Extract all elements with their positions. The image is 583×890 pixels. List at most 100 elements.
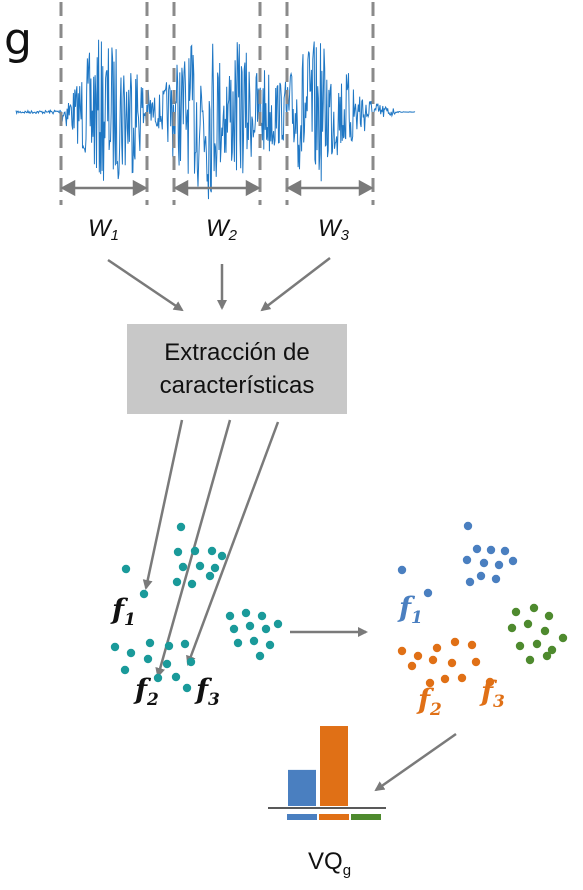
teal-point (255, 651, 265, 661)
teal-point (121, 564, 131, 574)
audio-waveform (15, 39, 416, 200)
teal-point (110, 642, 120, 652)
blue-point (476, 571, 486, 581)
teal-point (241, 608, 251, 618)
orange-point (450, 637, 460, 647)
orange-point (485, 677, 495, 687)
box-text-line-1: Extracción de (164, 339, 310, 366)
blue-point (486, 545, 496, 555)
teal-point (171, 672, 181, 682)
teal-point (176, 522, 186, 532)
orange-point (425, 678, 435, 688)
teal-point (249, 636, 259, 646)
teal-point (261, 624, 271, 634)
cluster-label-f3: f3 (481, 675, 505, 713)
teal-point (273, 619, 283, 629)
feature-label-f3: f3 (196, 673, 220, 711)
feature-extraction-box: Extracción de características (127, 324, 347, 414)
teal-point (245, 621, 255, 631)
histogram-bar-orange (320, 726, 348, 806)
blue-point (423, 588, 433, 598)
teal-point (233, 638, 243, 648)
teal-point (195, 561, 205, 571)
histogram-bar-green-key (351, 814, 381, 820)
teal-point (225, 611, 235, 621)
arrow-box-to-f3 (186, 421, 280, 666)
blue-point (508, 556, 518, 566)
teal-point (210, 563, 220, 573)
window-label-3: W3 (318, 215, 349, 244)
green-point (529, 603, 539, 613)
window-spans (60, 179, 374, 197)
teal-point (139, 589, 149, 599)
teal-point (187, 579, 197, 589)
green-point (544, 611, 554, 621)
histogram-bar-blue (288, 769, 316, 806)
window-label-1: W1 (88, 215, 119, 244)
window-3-span (286, 179, 374, 197)
green-point (523, 619, 533, 629)
blue-point (479, 558, 489, 568)
signal-label: g (4, 14, 32, 65)
feature-point-cloud (110, 522, 283, 693)
arrow-box-to-f1 (142, 419, 184, 590)
orange-point (440, 674, 450, 684)
cluster-blue (397, 521, 518, 598)
blue-point (500, 546, 510, 556)
orange-point (407, 661, 417, 671)
teal-point (205, 571, 215, 581)
orange-point (432, 643, 442, 653)
teal-point (178, 562, 188, 572)
window-label-2: W2 (206, 215, 237, 244)
teal-point (229, 624, 239, 634)
feature-label-f2: f2 (135, 673, 159, 711)
orange-point (457, 673, 467, 683)
teal-point (190, 546, 200, 556)
teal-point (153, 673, 163, 683)
histogram-bar-orange-key (319, 814, 349, 820)
arrow-w1-to-box (107, 258, 184, 312)
arrow-to-histogram (374, 732, 457, 792)
orange-point (413, 651, 423, 661)
green-point (558, 633, 568, 643)
vq-histogram (268, 726, 386, 820)
window-2-span (173, 179, 261, 197)
blue-point (494, 560, 504, 570)
blue-point (491, 574, 501, 584)
teal-point (126, 648, 136, 658)
teal-point (180, 639, 190, 649)
teal-point (207, 546, 217, 556)
orange-point (397, 646, 407, 656)
teal-point (162, 659, 172, 669)
green-point (532, 639, 542, 649)
window-boundaries (59, 2, 375, 205)
green-point (547, 645, 557, 655)
window-to-box-arrows (107, 257, 331, 312)
teal-point (120, 665, 130, 675)
arrow-w3-to-box (260, 257, 331, 312)
orange-point (447, 658, 457, 668)
histogram-label: VQg (308, 848, 352, 879)
orange-point (467, 640, 477, 650)
teal-point (265, 640, 275, 650)
teal-point (173, 547, 183, 557)
teal-point (172, 577, 182, 587)
cluster-green (507, 603, 568, 665)
blue-point (462, 555, 472, 565)
green-point (515, 641, 525, 651)
window-1-span (60, 179, 148, 197)
teal-point (186, 657, 196, 667)
orange-point (428, 655, 438, 665)
green-point (507, 623, 517, 633)
feature-label-f1: f1 (112, 593, 136, 631)
green-point (511, 607, 521, 617)
orange-point (471, 657, 481, 667)
teal-point (182, 683, 192, 693)
teal-point (143, 654, 153, 664)
box-text-line-2: características (159, 372, 315, 399)
teal-point (164, 641, 174, 651)
teal-point (217, 551, 227, 561)
cluster-label-f1: f1 (399, 591, 423, 629)
green-point (542, 651, 552, 661)
cluster-label-f2: f2 (418, 683, 442, 721)
